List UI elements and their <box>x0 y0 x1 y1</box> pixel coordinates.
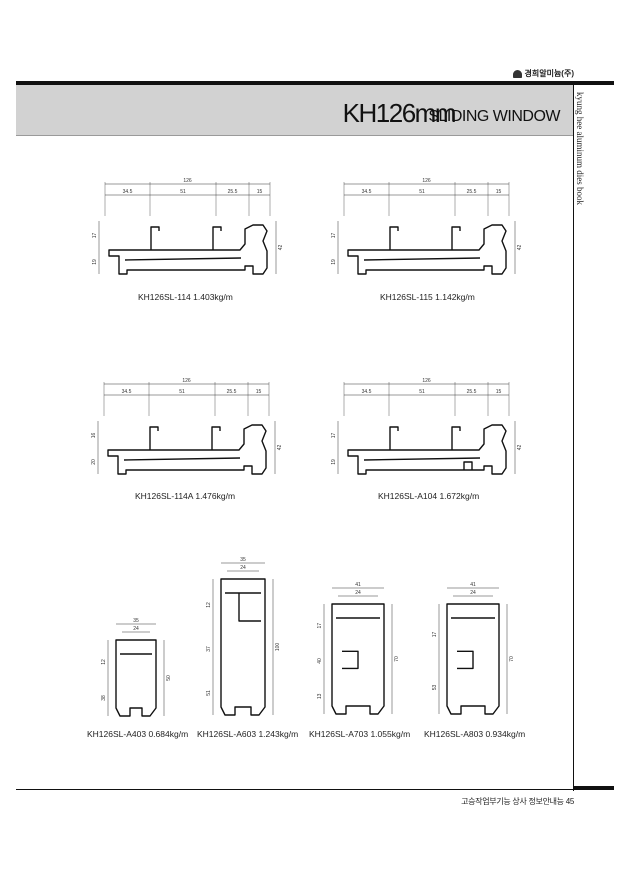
inner-dim-label: 24 <box>355 590 361 596</box>
left-dim-label: 12 <box>101 659 107 665</box>
caption-114: KH126SL-114 1.403kg/m <box>138 292 233 302</box>
segment-dim-label: 34.5 <box>122 389 132 395</box>
overall-dim-label: 126 <box>422 178 431 184</box>
left-dim-label: 19 <box>331 259 337 265</box>
title-banner <box>16 85 573 136</box>
left-dim-label: 17 <box>432 632 438 638</box>
left-dim-label: 40 <box>317 658 323 664</box>
inner-dim-label: 24 <box>240 565 246 571</box>
inner-dim-label: 24 <box>133 626 139 632</box>
overall-dim-label: 126 <box>182 378 191 384</box>
right-dim-label: 42 <box>517 245 523 251</box>
left-dim-label: 19 <box>92 259 98 265</box>
left-dim-label: 17 <box>331 433 337 439</box>
segment-dim-label: 34.5 <box>362 389 372 395</box>
profile-inner-line <box>123 457 241 461</box>
segment-dim-label: 25.5 <box>227 389 237 395</box>
caption-a403: KH126SL-A403 0.684kg/m <box>87 729 189 739</box>
right-dim-label: 42 <box>278 245 284 251</box>
profile-notch <box>342 650 359 670</box>
bottom-tab <box>573 786 614 790</box>
overall-dim-label: 126 <box>183 178 192 184</box>
segment-dim-label: 51 <box>419 389 425 395</box>
page-number: 45 <box>565 797 575 806</box>
profile-inner-line <box>124 257 242 261</box>
profile-body <box>220 578 266 716</box>
segment-dim-label: 51 <box>179 389 185 395</box>
profile-divider <box>238 593 261 622</box>
left-dim-label: 13 <box>317 693 323 699</box>
profile-inner-line <box>363 257 481 261</box>
segment-dim-label: 15 <box>496 389 502 395</box>
left-dim-label: 12 <box>206 602 212 608</box>
profile-body <box>347 424 507 475</box>
left-dim-label: 53 <box>432 685 438 691</box>
right-dim-label: 42 <box>517 445 523 451</box>
bottom-rule <box>16 789 573 790</box>
side-rule <box>573 85 574 791</box>
segment-dim-label: 25.5 <box>467 189 477 195</box>
inner-dim-label: 24 <box>470 590 476 596</box>
caption-115: KH126SL-115 1.142kg/m <box>380 292 475 302</box>
top-dim-label: 41 <box>355 582 361 588</box>
segment-dim-label: 15 <box>496 189 502 195</box>
profile-fin <box>451 426 461 450</box>
caption-a104: KH126SL-A104 1.672kg/m <box>378 491 480 501</box>
profile-body <box>107 424 267 475</box>
right-dim-label: 70 <box>509 656 515 662</box>
profile-inner-line <box>363 457 481 461</box>
profile-body <box>115 639 157 717</box>
segment-dim-label: 51 <box>180 189 186 195</box>
left-dim-label: 16 <box>91 433 97 439</box>
left-dim-label: 17 <box>92 233 98 239</box>
profile-fin <box>150 226 160 250</box>
caption-114a: KH126SL-114A 1.476kg/m <box>135 491 236 501</box>
page-title: KH126mm <box>342 98 457 128</box>
caption-a603: KH126SL-A603 1.243kg/m <box>197 729 299 739</box>
profile-fin <box>212 226 222 250</box>
profile-fin <box>149 426 159 450</box>
top-dim-label: 35 <box>133 618 139 624</box>
right-dim-label: 70 <box>394 656 400 662</box>
profile-body <box>331 603 385 715</box>
caption-a803: KH126SL-A803 0.934kg/m <box>424 729 526 739</box>
right-dim-label: 100 <box>275 643 281 652</box>
left-dim-label: 37 <box>206 646 212 652</box>
profile-fin <box>389 426 399 450</box>
top-rule <box>16 81 614 85</box>
side-caption: kyung hee aluminum dies book <box>575 92 585 205</box>
segment-dim-label: 15 <box>257 189 263 195</box>
top-dim-label: 41 <box>470 582 476 588</box>
brand-name: 경희알미늄(주) <box>524 69 575 78</box>
left-dim-label: 17 <box>317 623 323 629</box>
profile-fin <box>389 226 399 250</box>
segment-dim-label: 34.5 <box>362 189 372 195</box>
profile-body <box>446 603 500 715</box>
left-dim-label: 51 <box>206 690 212 696</box>
brand-label: 경희알미늄(주) <box>512 68 575 79</box>
overall-dim-label: 126 <box>422 378 431 384</box>
profile-body <box>108 224 268 275</box>
left-dim-label: 20 <box>91 459 97 465</box>
caption-a703: KH126SL-A703 1.055kg/m <box>309 729 411 739</box>
profile-notch <box>457 650 474 670</box>
left-dim-label: 38 <box>101 695 107 701</box>
right-dim-label: 42 <box>277 445 283 451</box>
profile-fin <box>211 426 221 450</box>
profile-extra-pocket <box>463 461 473 470</box>
segment-dim-label: 25.5 <box>467 389 477 395</box>
left-dim-label: 19 <box>331 459 337 465</box>
top-dim-label: 35 <box>240 557 246 563</box>
left-dim-label: 17 <box>331 233 337 239</box>
profile-body <box>347 224 507 275</box>
page-footer: 고승작업부기능 상사 정보안내능 45 <box>461 797 575 806</box>
profile-fin <box>451 226 461 250</box>
segment-dim-label: 15 <box>256 389 262 395</box>
company-logo-icon <box>512 69 522 78</box>
page-subtitle: SLIDING WINDOW <box>428 108 560 125</box>
right-dim-label: 50 <box>166 675 172 681</box>
segment-dim-label: 25.5 <box>228 189 238 195</box>
segment-dim-label: 51 <box>419 189 425 195</box>
segment-dim-label: 34.5 <box>123 189 133 195</box>
